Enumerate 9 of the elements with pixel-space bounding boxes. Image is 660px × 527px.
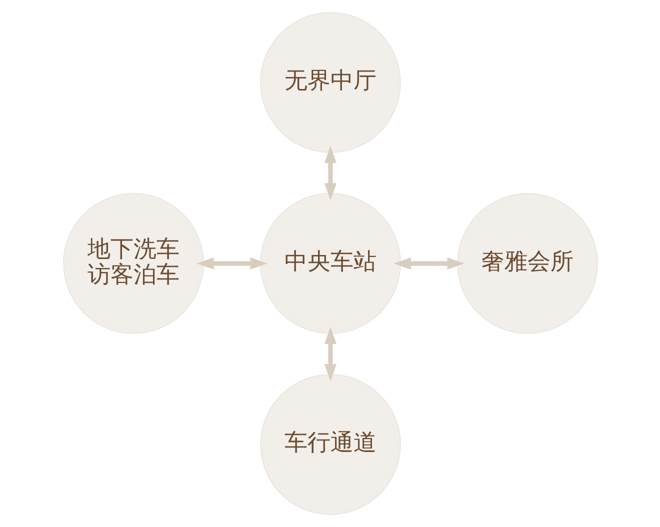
node-circle: 车行通道 — [260, 374, 400, 515]
node-circle: 地下洗车 访客泊车 — [62, 193, 204, 334]
node-circle: 无界中厅 — [260, 12, 400, 153]
node-circle: 中央车站 — [260, 193, 400, 334]
arrow — [324, 326, 336, 382]
arrow — [393, 257, 464, 270]
arrow — [196, 257, 267, 270]
node-circle: 奢雅会所 — [456, 193, 598, 334]
arrow — [324, 146, 336, 200]
